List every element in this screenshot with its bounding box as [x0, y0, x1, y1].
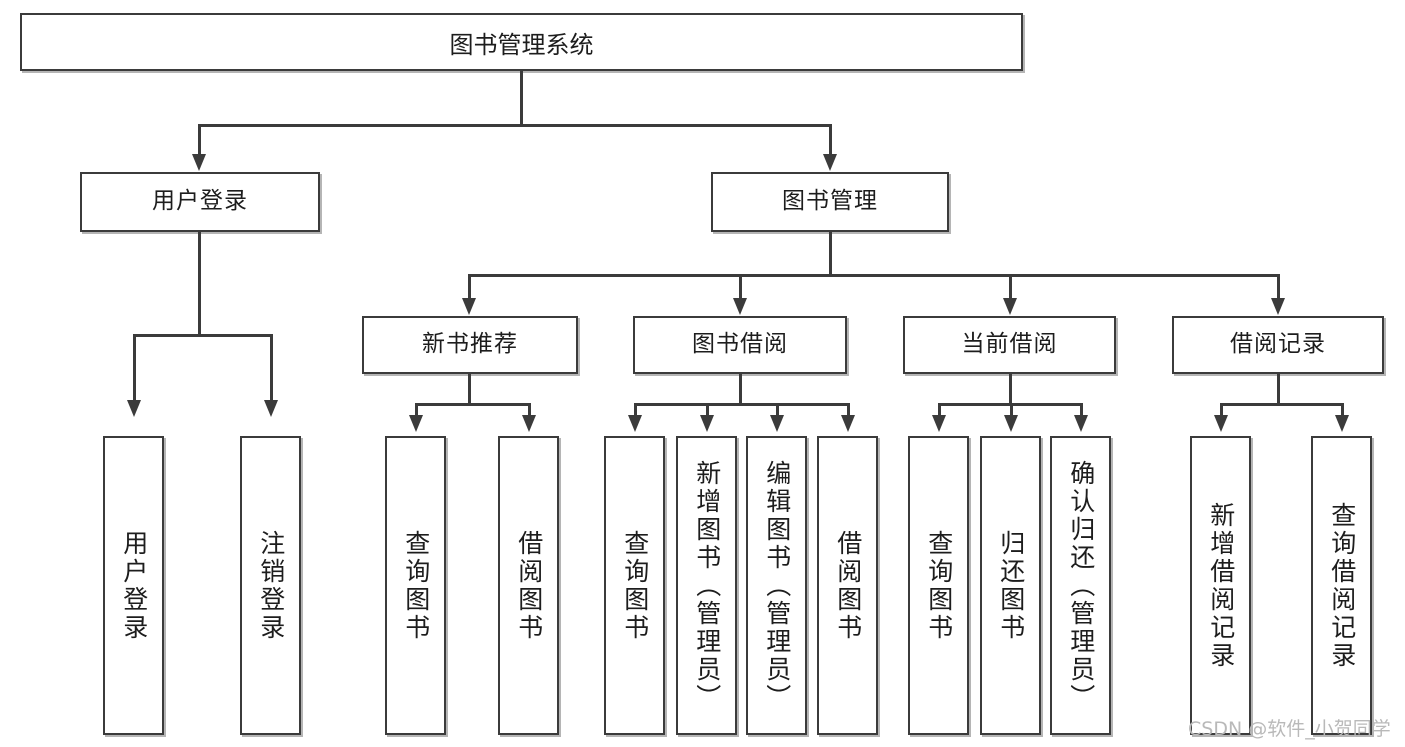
node-label: 图书管理	[782, 188, 878, 215]
node-new-book-recommend[interactable]: 新书推荐	[362, 316, 578, 374]
connector-userlogin-drop-2	[270, 334, 273, 402]
arrow-to-leaf-query-book-b	[628, 415, 642, 432]
node-label: 新增借阅记录	[1206, 501, 1236, 670]
connector-newbook-drop-2	[528, 403, 531, 417]
arrow-to-user-login	[192, 154, 206, 171]
node-label: 查询图书	[620, 529, 650, 642]
connector-bookmgmt-stem	[829, 232, 832, 276]
node-label: 借阅图书	[833, 529, 863, 642]
node-label: 借阅图书	[514, 529, 544, 642]
connector-bookborrow-drop-4	[847, 403, 850, 417]
leaf-add-borrow-record[interactable]: 新增借阅记录	[1190, 436, 1251, 735]
node-borrow-record[interactable]: 借阅记录	[1172, 316, 1384, 374]
connector-bookborrow-drop-2	[706, 403, 709, 417]
leaf-edit-book-admin[interactable]: 编辑图书（管理员）	[746, 436, 807, 735]
leaf-add-book-admin[interactable]: 新增图书（管理员）	[676, 436, 737, 735]
node-user-login[interactable]: 用户登录	[80, 172, 320, 232]
node-root-system[interactable]: 图书管理系统	[20, 13, 1023, 71]
connector-borrowrecord-drop-1	[1220, 403, 1223, 417]
node-label: 查询图书	[401, 529, 431, 642]
connector-bookmgmt-drop-2	[739, 274, 742, 300]
connector-currentborrow-stem	[1009, 374, 1012, 406]
connector-bookmgmt-drop-1	[468, 274, 471, 300]
connector-userlogin-bar	[133, 334, 273, 337]
node-label: 用户登录	[152, 188, 248, 215]
node-label: 新书推荐	[422, 331, 518, 358]
node-current-borrow[interactable]: 当前借阅	[903, 316, 1116, 374]
connector-userlogin-drop-1	[133, 334, 136, 402]
connector-bookborrow-drop-3	[776, 403, 779, 417]
connector-bookmgmt-drop-3	[1009, 274, 1012, 300]
connector-bookborrow-stem	[739, 374, 742, 406]
arrow-to-leaf-query-book-c	[932, 415, 946, 432]
connector-currentborrow-drop-2	[1010, 403, 1013, 417]
leaf-query-book-borrow[interactable]: 查询图书	[604, 436, 665, 735]
connector-bookborrow-drop-1	[634, 403, 637, 417]
arrow-to-leaf-query-book-a	[409, 415, 423, 432]
connector-bookborrow-bar	[634, 403, 850, 406]
arrow-to-leaf-return-book	[1004, 415, 1018, 432]
arrow-to-leaf-confirm-return	[1074, 415, 1088, 432]
leaf-query-borrow-record[interactable]: 查询借阅记录	[1311, 436, 1372, 735]
arrow-to-leaf-user-login	[127, 400, 141, 417]
node-label: 编辑图书（管理员）	[762, 459, 792, 712]
leaf-query-book-current[interactable]: 查询图书	[908, 436, 969, 735]
connector-newbook-bar	[415, 403, 531, 406]
arrow-to-leaf-add-record	[1214, 415, 1228, 432]
arrow-to-book-borrow	[733, 298, 747, 315]
node-label: 当前借阅	[961, 331, 1058, 358]
connector-currentborrow-drop-1	[938, 403, 941, 417]
node-label: 注销登录	[256, 529, 286, 642]
arrow-to-leaf-logout	[264, 400, 278, 417]
arrow-to-leaf-add-book	[700, 415, 714, 432]
arrow-to-leaf-query-record	[1335, 415, 1349, 432]
connector-currentborrow-drop-3	[1080, 403, 1083, 417]
connector-bookmgmt-drop-4	[1277, 274, 1280, 300]
connector-borrowrecord-drop-2	[1341, 403, 1344, 417]
arrow-to-new-book-rec	[462, 298, 476, 315]
connector-borrowrecord-bar	[1220, 403, 1344, 406]
node-label: 图书借阅	[692, 331, 788, 358]
csdn-watermark: CSDN @软件_小贺同学	[1188, 718, 1391, 740]
node-book-management[interactable]: 图书管理	[711, 172, 949, 232]
connector-borrowrecord-stem	[1277, 374, 1280, 406]
node-label: 新增图书（管理员）	[692, 459, 722, 712]
node-label: 用户登录	[119, 529, 149, 642]
arrow-to-borrow-record	[1271, 298, 1285, 315]
connector-root-drop-2	[829, 124, 832, 156]
connector-root-bar	[198, 124, 832, 127]
connector-newbook-stem	[468, 374, 471, 406]
arrow-to-leaf-borrow-book-a	[522, 415, 536, 432]
node-label: 图书管理系统	[449, 30, 594, 59]
connector-bookmgmt-bar	[468, 274, 1280, 277]
leaf-borrow-book-newbook[interactable]: 借阅图书	[498, 436, 559, 735]
node-book-borrow[interactable]: 图书借阅	[633, 316, 847, 374]
leaf-query-book-newbook[interactable]: 查询图书	[385, 436, 446, 735]
leaf-logout[interactable]: 注销登录	[240, 436, 301, 735]
connector-root-stem	[520, 71, 523, 125]
arrow-to-leaf-borrow-book-b	[841, 415, 855, 432]
leaf-confirm-return-admin[interactable]: 确认归还（管理员）	[1050, 436, 1111, 735]
node-label: 确认归还（管理员）	[1066, 459, 1096, 712]
connector-newbook-drop-1	[415, 403, 418, 417]
leaf-user-login[interactable]: 用户登录	[103, 436, 164, 735]
connector-userlogin-stem	[198, 232, 201, 336]
arrow-to-current-borrow	[1003, 298, 1017, 315]
node-label: 借阅记录	[1230, 331, 1326, 358]
connector-root-drop-1	[198, 124, 201, 156]
node-label: 归还图书	[996, 529, 1026, 642]
arrow-to-book-mgmt	[823, 154, 837, 171]
node-label: 查询借阅记录	[1327, 501, 1357, 670]
leaf-return-book[interactable]: 归还图书	[980, 436, 1041, 735]
node-label: 查询图书	[924, 529, 954, 642]
leaf-borrow-book-borrow[interactable]: 借阅图书	[817, 436, 878, 735]
arrow-to-leaf-edit-book	[770, 415, 784, 432]
